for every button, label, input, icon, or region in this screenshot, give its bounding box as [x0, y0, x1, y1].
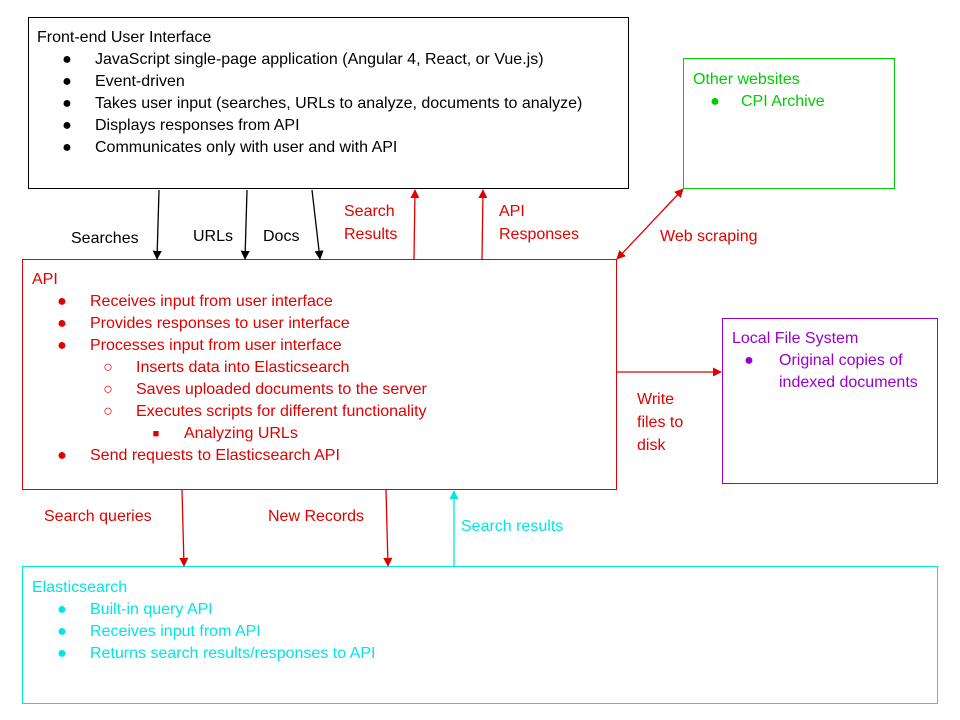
local-fs-list: ●Original copies of indexed documents [732, 350, 929, 394]
frontend-item: ●Takes user input (searches, URLs to ana… [37, 93, 620, 115]
api-item: ●Provides responses to user interface [32, 313, 608, 335]
bullet-icon: ● [57, 315, 67, 332]
label-api-responses: API Responses [499, 203, 580, 243]
elasticsearch-list: ●Built-in query API ●Receives input from… [32, 599, 929, 665]
bullet-icon: ● [57, 293, 67, 310]
arrow-urls [240, 189, 250, 260]
label-urls: URLs [193, 228, 234, 245]
label-search-results: Search Results [344, 203, 398, 243]
elasticsearch-box: Elasticsearch ●Built-in query API ●Recei… [22, 566, 938, 704]
circle-bullet-icon: ○ [103, 403, 113, 420]
local-fs-box: Local File System ●Original copies of in… [722, 318, 938, 484]
bullet-icon: ● [62, 51, 72, 68]
elasticsearch-title: Elasticsearch [32, 579, 128, 596]
api-subitem: ○Executes scripts for different function… [32, 401, 608, 423]
bullet-icon: ● [62, 73, 72, 90]
bullet-icon: ● [57, 447, 67, 464]
arrow-new-records [383, 489, 393, 567]
bullet-icon: ● [57, 623, 67, 640]
api-box: API ●Receives input from user interface … [22, 259, 617, 490]
api-subitem: ○Saves uploaded documents to the server [32, 379, 608, 401]
api-item: ●Processes input from user interface [32, 335, 608, 357]
frontend-item: ●JavaScript single-page application (Ang… [37, 49, 620, 71]
arrow-api-responses [478, 189, 488, 260]
elasticsearch-item: ●Built-in query API [32, 599, 929, 621]
bullet-icon: ● [62, 95, 72, 112]
frontend-item: ●Event-driven [37, 71, 620, 93]
bullet-icon: ● [57, 601, 67, 618]
api-item: ●Receives input from user interface [32, 291, 608, 313]
elasticsearch-item: ●Receives input from API [32, 621, 929, 643]
frontend-item: ●Communicates only with user and with AP… [37, 137, 620, 159]
other-websites-item: ●CPI Archive [693, 91, 886, 113]
label-search-results-es: Search results [461, 518, 564, 535]
local-fs-title: Local File System [732, 330, 859, 347]
api-list: ●Receives input from user interface ●Pro… [32, 291, 608, 467]
circle-bullet-icon: ○ [103, 381, 113, 398]
bullet-icon: ● [744, 352, 754, 369]
arrow-search-results [410, 189, 420, 260]
frontend-item: ●Displays responses from API [37, 115, 620, 137]
label-search-queries: Search queries [44, 508, 152, 525]
bullet-icon: ● [62, 139, 72, 156]
local-fs-item: ●Original copies of indexed documents [732, 350, 929, 394]
label-web-scraping: Web scraping [660, 228, 758, 245]
api-subitem: ○Inserts data into Elasticsearch [32, 357, 608, 379]
arrow-search-queries [179, 489, 189, 567]
arrow-docs [311, 189, 324, 260]
elasticsearch-item: ●Returns search results/responses to API [32, 643, 929, 665]
other-websites-title: Other websites [693, 71, 800, 88]
other-websites-box: Other websites ●CPI Archive [683, 58, 895, 189]
bullet-icon: ● [57, 337, 67, 354]
frontend-list: ●JavaScript single-page application (Ang… [37, 49, 620, 159]
api-subsubitem: ■Analyzing URLs [32, 423, 608, 445]
bullet-icon: ● [62, 117, 72, 134]
arrow-searches [152, 189, 162, 260]
other-websites-list: ●CPI Archive [693, 91, 886, 113]
bullet-icon: ● [57, 645, 67, 662]
api-item: ●Send requests to Elasticsearch API [32, 445, 608, 467]
label-new-records: New Records [268, 508, 365, 525]
arrow-web-scraping [616, 188, 684, 260]
frontend-title: Front-end User Interface [37, 29, 212, 46]
square-bullet-icon: ■ [152, 428, 160, 440]
bullet-icon: ● [710, 93, 720, 110]
label-docs: Docs [263, 228, 300, 245]
frontend-box: Front-end User Interface ●JavaScript sin… [28, 17, 629, 189]
api-title: API [32, 271, 58, 288]
label-write-files: Write files to disk [637, 391, 684, 454]
label-searches: Searches [71, 230, 139, 247]
circle-bullet-icon: ○ [103, 359, 113, 376]
